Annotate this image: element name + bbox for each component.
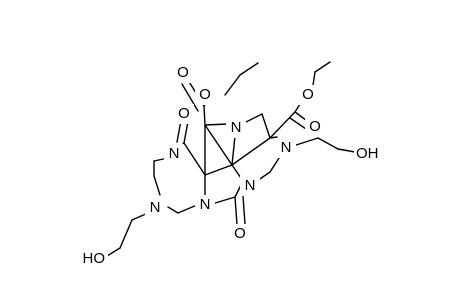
oxygen-label: O: [302, 86, 314, 103]
bond: [239, 62, 259, 76]
ketone-oxygen-top: O: [174, 104, 194, 124]
ketone-oxygen-bottom: O: [230, 224, 250, 244]
bond: [269, 111, 296, 139]
atom-label-layer: O O O O N O N N: [74, 63, 386, 269]
hydroxyl-label: OH: [356, 145, 379, 162]
oxygen-label: O: [177, 64, 189, 81]
bond: [211, 196, 236, 205]
bond: [337, 148, 356, 153]
bond: [153, 175, 161, 196]
bond: [119, 219, 133, 249]
hydroxyl-label: HO: [83, 250, 106, 267]
bond: [234, 196, 238, 226]
bond: [261, 113, 271, 139]
ester-ether-oxygen-left: O: [195, 85, 215, 105]
nitrogen-label: N: [169, 145, 180, 162]
nitrogen-left-upper: N: [164, 144, 184, 164]
bond: [177, 204, 198, 214]
oxygen-label: O: [178, 105, 190, 122]
bond: [204, 123, 229, 126]
bond: [294, 103, 301, 113]
bond: [242, 195, 246, 225]
bond: [204, 164, 233, 176]
bond: [181, 83, 199, 112]
nitrogen-label: N: [150, 199, 161, 216]
bond: [314, 61, 331, 73]
nitrogen-label: N: [231, 119, 242, 136]
nitrogen-label: N: [245, 177, 256, 194]
hydroxyl-left: HO: [74, 249, 108, 269]
hydroxyl-right: OH: [354, 144, 386, 164]
bond: [204, 124, 233, 166]
nitrogen-left-lower: N: [145, 198, 165, 218]
ester-ether-oxygen-right: O: [298, 85, 318, 105]
bond: [106, 247, 121, 257]
nitrogen-lower-center: N: [195, 195, 215, 215]
bond: [203, 105, 206, 126]
bond: [231, 135, 236, 166]
bond: [317, 137, 339, 150]
ester-carbonyl-oxygen-right: O: [305, 117, 325, 137]
oxygen-label: O: [199, 86, 211, 103]
bond: [289, 117, 307, 130]
bond: [292, 137, 319, 147]
bond: [269, 136, 278, 139]
nitrogen-label: N: [200, 196, 211, 213]
nitrogen-right-upper: N: [276, 138, 296, 158]
nitrogen-right-lower: N: [240, 176, 260, 196]
bond: [167, 206, 179, 214]
oxygen-label: O: [234, 225, 246, 242]
nitrogen-top-center: N: [226, 118, 246, 138]
oxygen-label: O: [309, 118, 321, 135]
bond: [183, 142, 206, 176]
bond: [231, 137, 271, 166]
nitrogen-label: N: [281, 139, 292, 156]
bond: [224, 74, 241, 96]
ester-carbonyl-oxygen-left: O: [173, 63, 193, 83]
